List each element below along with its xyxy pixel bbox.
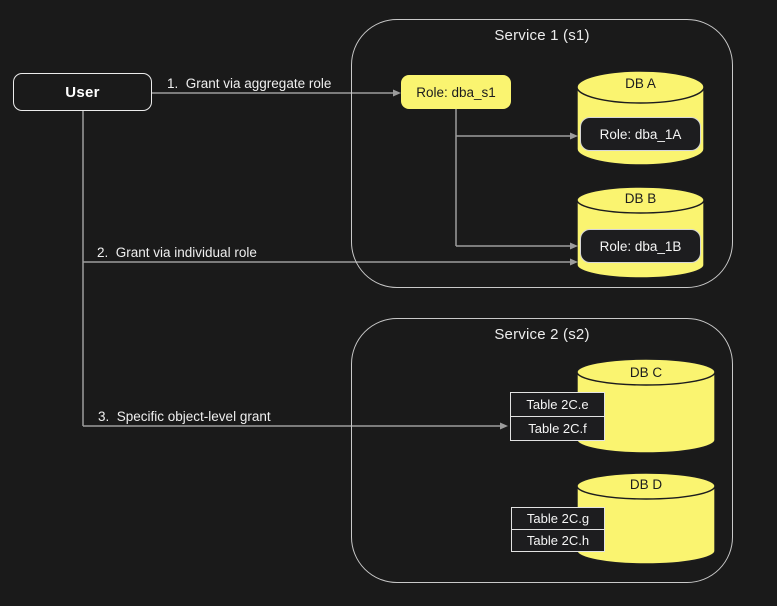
connector-lines	[82, 89, 578, 430]
db-c-cylinder	[576, 358, 716, 454]
arrowhead	[570, 258, 578, 266]
table-2ch-node: Table 2C.h	[511, 528, 605, 552]
db-c-label: DB C	[629, 365, 663, 380]
role-dba-1a-node: Role: dba_1A	[580, 117, 701, 151]
arrowhead	[570, 132, 578, 140]
db-b-label: DB B	[624, 191, 657, 206]
arrowhead	[570, 242, 578, 250]
role-dba-1b-node: Role: dba_1B	[580, 229, 701, 263]
table-2cg-label: Table 2C.g	[526, 511, 590, 526]
role-dba-1a-label: Role: dba_1A	[599, 126, 682, 142]
service1-title: Service 1 (s1)	[494, 27, 590, 44]
db-d-cylinder	[576, 472, 716, 565]
table-2ce-node: Table 2C.e	[510, 392, 605, 417]
db-d-label: DB D	[629, 477, 663, 492]
db-d-table-stack: Table 2C.g Table 2C.h	[511, 507, 605, 552]
table-2cf-label: Table 2C.f	[528, 420, 587, 436]
table-2cg-node: Table 2C.g	[511, 507, 605, 530]
db-c-table-stack: Table 2C.e Table 2C.f	[510, 392, 605, 441]
arrowhead	[500, 422, 508, 430]
service2-title: Service 2 (s2)	[494, 326, 590, 343]
role-dba-s1-node: Role: dba_s1	[401, 75, 511, 109]
user-node: User	[13, 73, 152, 111]
db-a-label: DB A	[625, 76, 656, 91]
service1-container	[351, 19, 733, 288]
edge-grant-3-label: 3. Specific object-level grant	[98, 409, 271, 424]
arrowhead	[393, 89, 401, 97]
edge-grant-1-label: 1. Grant via aggregate role	[167, 76, 332, 91]
role-dba-1b-label: Role: dba_1B	[599, 238, 682, 254]
edge-grant-2-label: 2. Grant via individual role	[97, 245, 257, 260]
table-2ch-label: Table 2C.h	[526, 532, 590, 548]
user-node-label: User	[65, 83, 100, 101]
role-dba-s1-label: Role: dba_s1	[416, 84, 496, 100]
table-2ce-label: Table 2C.e	[526, 397, 589, 412]
table-2cf-node: Table 2C.f	[510, 415, 605, 441]
service2-container	[351, 318, 733, 583]
